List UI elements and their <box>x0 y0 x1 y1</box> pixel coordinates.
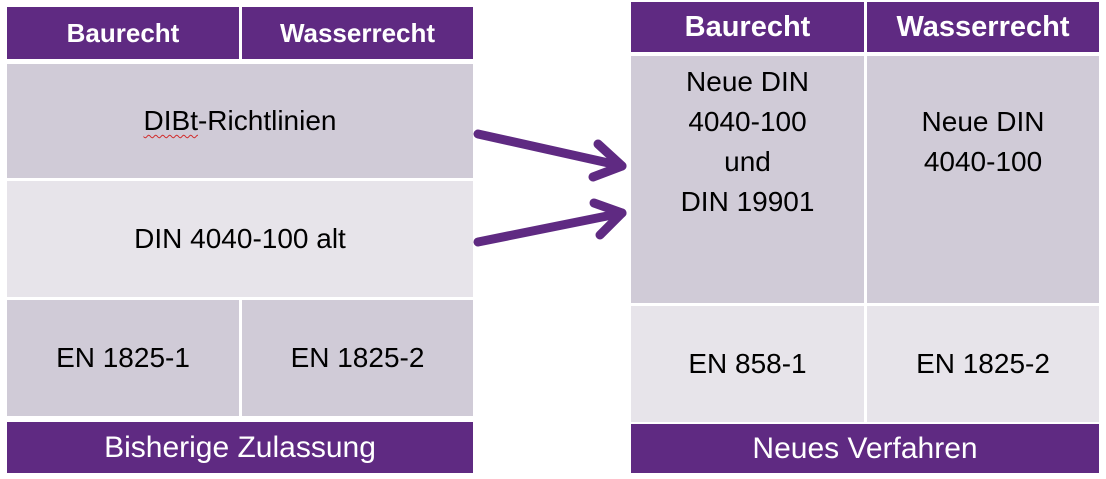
left-row-en-1825-1: EN 1825-1 <box>7 300 239 416</box>
left-row-en-1825-2: EN 1825-2 <box>242 300 473 416</box>
right-row-en-1825-2: EN 1825-2 <box>867 306 1099 422</box>
right-header-baurecht: Baurecht <box>631 2 864 52</box>
arrow-lower <box>473 198 627 247</box>
left-header-wasserrecht: Wasserrecht <box>242 7 473 59</box>
richtlinien-text: -Richtlinien <box>197 105 337 136</box>
left-footer-bisherige-zulassung: Bisherige Zulassung <box>7 422 473 473</box>
dibt-word: DIBt <box>143 105 198 136</box>
left-row-din-4040-alt: DIN 4040-100 alt <box>7 181 473 297</box>
left-row-dibt-richtlinien: DIBt-Richtlinien <box>7 64 473 178</box>
right-header-wasserrecht: Wasserrecht <box>867 2 1099 52</box>
arrow-upper <box>473 129 627 182</box>
right-row-neue-din-wasserrecht: Neue DIN 4040-100 <box>867 56 1099 303</box>
right-footer-neues-verfahren: Neues Verfahren <box>631 424 1099 473</box>
right-row-en-858-1: EN 858-1 <box>631 306 864 422</box>
right-row-neue-din-und-din-19901: Neue DIN 4040-100 und DIN 19901 <box>631 56 864 303</box>
left-header-baurecht: Baurecht <box>7 7 239 59</box>
